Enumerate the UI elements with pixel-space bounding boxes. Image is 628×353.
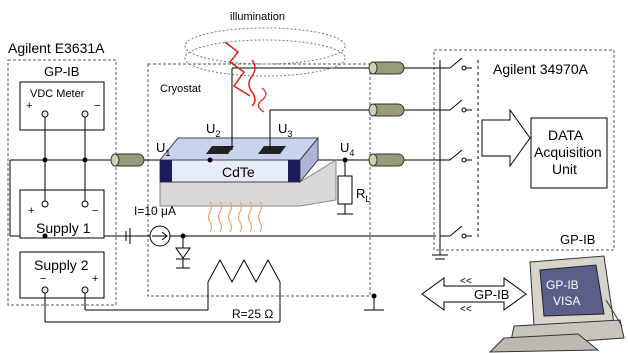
supply1-terminal-plus xyxy=(41,200,49,208)
vdc-meter-box xyxy=(19,81,105,131)
current-label: I=10 μA xyxy=(134,204,176,218)
supply1-minus-sign: − xyxy=(92,205,98,217)
light-wave xyxy=(248,59,256,107)
agilent-e3631a-label: Agilent E3631A xyxy=(8,40,105,56)
supply2-terminal-plus xyxy=(81,286,89,294)
load-resistor xyxy=(337,160,353,215)
pc-gpib-label: GP-IB xyxy=(546,278,579,292)
daq-arrow xyxy=(481,108,531,168)
coax-cable-u4 xyxy=(300,153,440,167)
supply-1-label: Supply 1 xyxy=(36,220,91,236)
junction-node xyxy=(42,233,48,239)
electrode-left xyxy=(160,160,172,182)
light-wave xyxy=(224,41,251,97)
vdc-terminal-minus xyxy=(81,110,89,118)
daq-label-line2: Acquisition xyxy=(534,144,602,160)
cable-mark: << xyxy=(460,276,472,287)
switch-contact xyxy=(461,233,467,239)
gpib-double-arrow xyxy=(421,277,527,311)
junction-node xyxy=(371,293,377,299)
switch-contact xyxy=(461,157,467,163)
vdc-meter-label: VDC Meter xyxy=(30,88,85,100)
gpib-left-label: GP-IB xyxy=(44,64,79,79)
supply-1-box xyxy=(19,189,105,239)
rl-label: RL xyxy=(356,186,370,204)
contact-pad-u2 xyxy=(206,146,234,154)
illumination-label: illumination xyxy=(230,11,285,23)
contact-wires xyxy=(231,68,271,150)
light-wave xyxy=(257,87,267,113)
left-wiring xyxy=(9,117,280,323)
switch-contact xyxy=(461,107,467,113)
heater-resistor xyxy=(207,258,281,322)
daq-label-line1: DATA xyxy=(548,127,584,143)
computer-icon xyxy=(488,255,625,353)
gpib-arrow-label: GP-IB xyxy=(474,287,509,302)
pc-visa-label: VISA xyxy=(553,294,580,308)
electrode-right xyxy=(288,160,300,182)
coax-cable-top xyxy=(232,61,440,75)
vdc-minus-sign: − xyxy=(94,100,100,112)
supply1-plus-sign: + xyxy=(28,205,34,217)
gpib-right-label: GP-IB xyxy=(560,232,595,247)
vdc-plus-sign: + xyxy=(26,100,32,112)
switch-bank xyxy=(432,57,479,260)
u2-label: U2 xyxy=(206,121,220,139)
agilent-34970a-box xyxy=(433,49,615,251)
junction-node xyxy=(82,157,88,163)
illumination-ring xyxy=(184,27,346,77)
node-u1 xyxy=(207,157,213,163)
current-source xyxy=(125,225,436,247)
daq-box xyxy=(530,117,608,189)
contact-pad-u3 xyxy=(258,146,286,154)
u1-label: U1 xyxy=(156,140,170,158)
supply2-plus-sign: + xyxy=(92,273,98,285)
supply-2-box xyxy=(19,251,105,299)
daq-label-line3: Unit xyxy=(552,161,577,177)
junction-node xyxy=(42,157,48,163)
cdte-label: CdTe xyxy=(222,164,255,180)
supply2-minus-sign: − xyxy=(40,273,46,285)
cable-mark: << xyxy=(460,304,472,315)
u3-label: U3 xyxy=(278,121,292,139)
heat-waves xyxy=(207,201,263,233)
coax-cable-u3 xyxy=(270,103,440,117)
diode xyxy=(175,236,191,269)
supply-2-label: Supply 2 xyxy=(34,257,89,273)
agilent-e3631a-box xyxy=(7,59,117,306)
u4-label: U4 xyxy=(340,140,354,158)
cryostat-label: Cryostat xyxy=(160,83,201,95)
cdte-top xyxy=(158,137,320,161)
supply2-terminal-minus xyxy=(41,286,49,294)
resistor-label: R=25 Ω xyxy=(232,307,273,321)
vdc-terminal-plus xyxy=(41,110,49,118)
cryostat-box xyxy=(147,63,371,297)
switch-contact xyxy=(461,65,467,71)
supply1-terminal-minus xyxy=(81,200,89,208)
agilent-34970a-label: Agilent 34970A xyxy=(493,61,589,77)
